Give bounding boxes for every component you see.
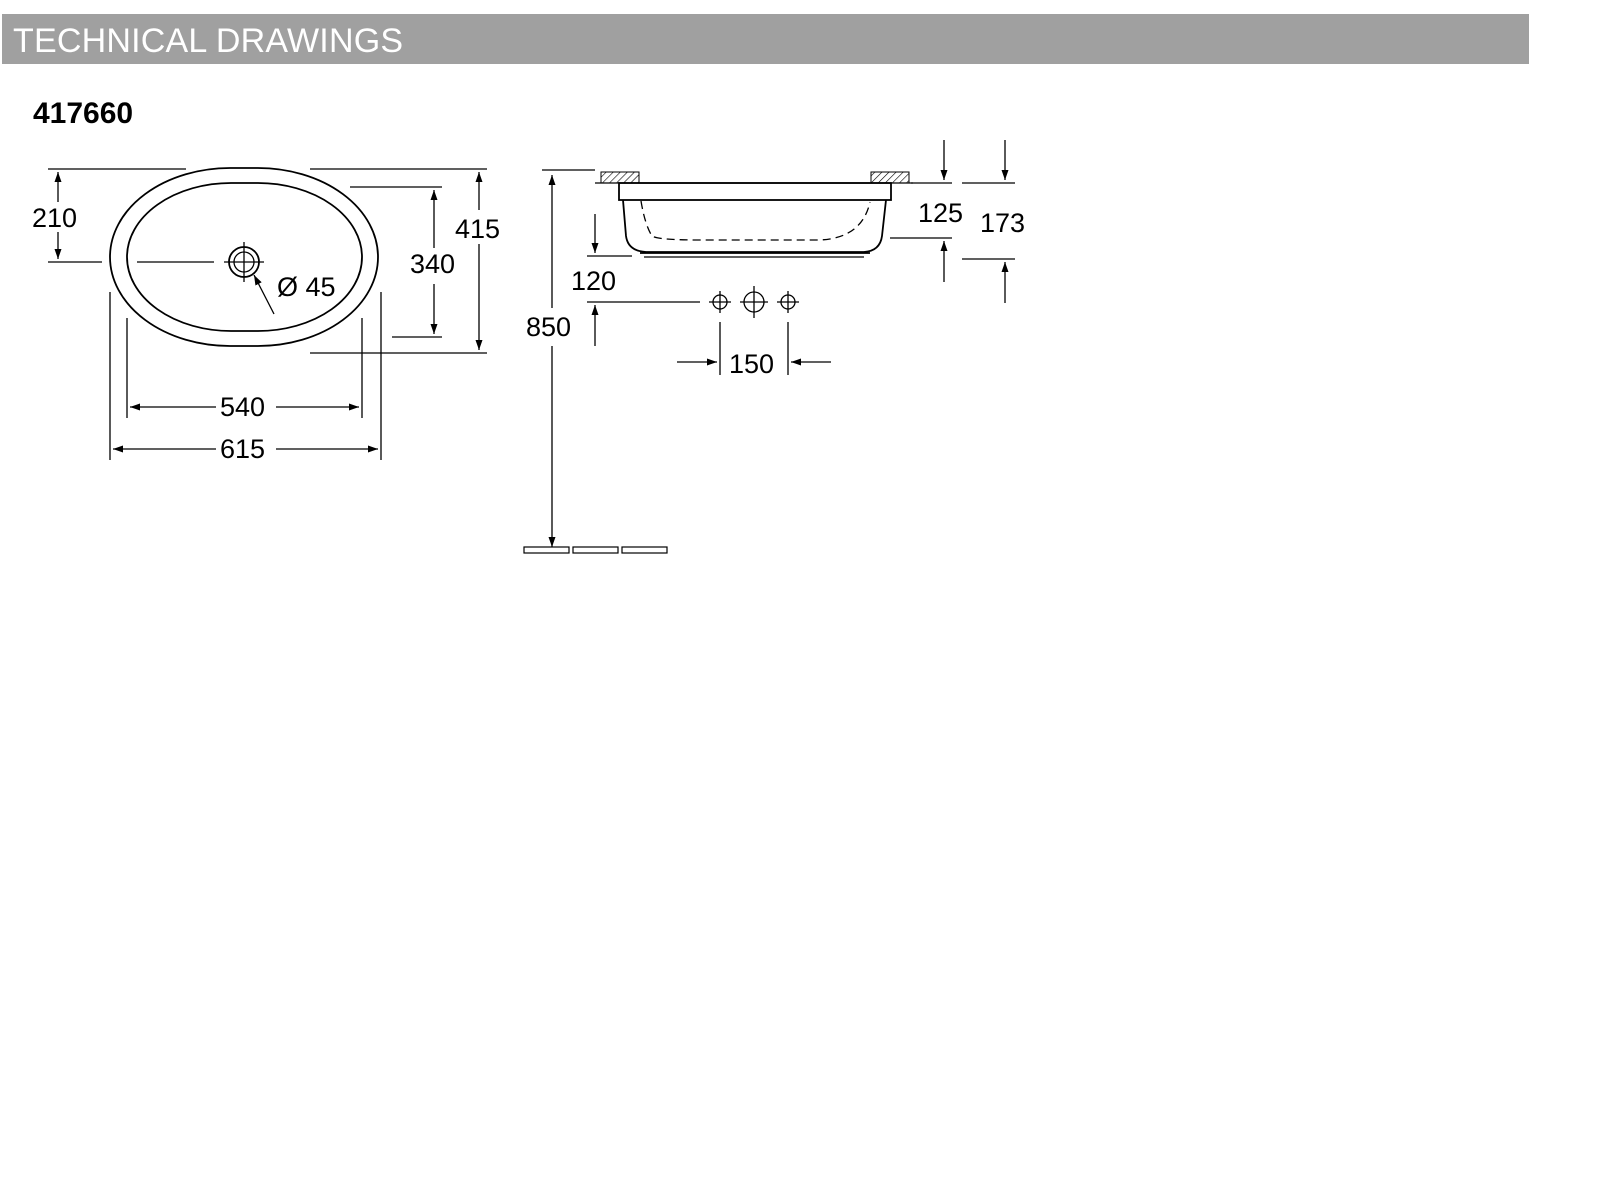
dim-drain-to-back: 210 <box>32 203 77 233</box>
basin-rim <box>618 182 892 201</box>
dim-mounting-height: 850 <box>526 312 571 342</box>
dim-outer-width: 615 <box>220 434 265 464</box>
dim-inner-width: 540 <box>220 392 265 422</box>
dim-drain-diameter: Ø 45 <box>277 272 336 302</box>
dim-tap-height: 120 <box>571 266 616 296</box>
countertop-right <box>870 171 910 184</box>
basin-body <box>622 199 887 253</box>
top-view: Ø 45 210 340 415 540 615 <box>32 167 500 464</box>
dim-tap-spacing: 150 <box>729 349 774 379</box>
side-view: 850 120 <box>523 140 1025 554</box>
basin-inner-hidden <box>640 200 871 241</box>
dim-basin-height: 125 <box>918 198 963 228</box>
tap-hole-right <box>777 291 799 313</box>
page-title: TECHNICAL DRAWINGS <box>13 22 404 60</box>
basin-outer-outline <box>109 167 379 347</box>
basin-inner-outline <box>126 182 363 332</box>
dim-outer-depth: 415 <box>455 214 500 244</box>
dim-overall-height: 173 <box>980 208 1025 238</box>
floor-symbol <box>523 546 668 554</box>
dim-inner-depth: 340 <box>410 249 455 279</box>
model-number: 417660 <box>33 97 134 130</box>
drain-symbol <box>224 242 264 282</box>
countertop-left <box>600 171 640 184</box>
tap-hole-center <box>740 286 768 318</box>
tap-hole-left <box>709 291 731 313</box>
header-bar <box>2 14 1529 64</box>
